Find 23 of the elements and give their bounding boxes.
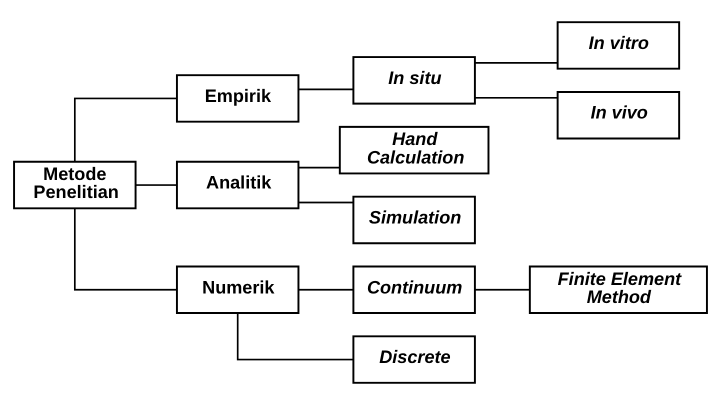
connector: [475, 288, 530, 291]
connector: [298, 88, 354, 90]
connector: [236, 313, 353, 360]
connector: [74, 98, 177, 162]
node-box: Discrete: [352, 335, 476, 384]
connector: [298, 288, 354, 291]
node-box: Hand Calculation: [338, 126, 490, 174]
node-box: Empirik: [176, 74, 300, 123]
connector: [136, 184, 177, 186]
connector: [298, 202, 354, 204]
connector: [298, 166, 340, 168]
node-box: Continuum: [352, 266, 476, 314]
node-box: In vivo: [556, 91, 680, 140]
node-box: Finite Element Method: [528, 266, 708, 314]
node-box: In vitro: [556, 21, 680, 70]
node-box: Simulation: [352, 196, 476, 244]
node-box: In situ: [352, 56, 476, 105]
node-box: Numerik: [176, 266, 300, 314]
node-box: Analitik: [176, 160, 300, 210]
connector: [74, 208, 177, 291]
connector: [475, 96, 558, 99]
connector: [475, 62, 558, 64]
node-box: Metode Penelitian: [13, 160, 137, 210]
